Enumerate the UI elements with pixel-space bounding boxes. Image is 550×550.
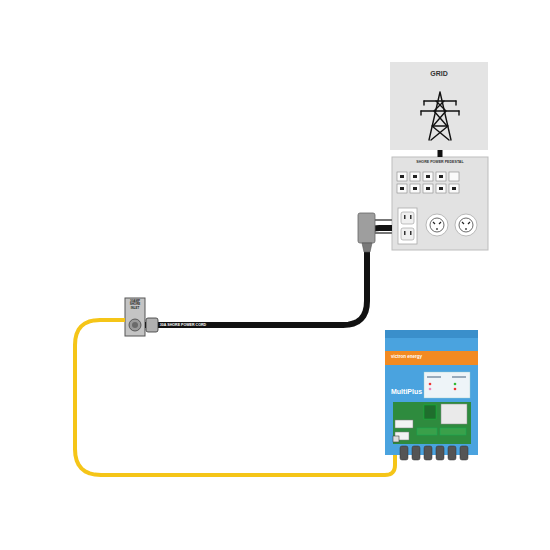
multiplus-housing-part [424,405,436,419]
outlets-part [401,212,414,224]
pylon-icon [421,92,459,140]
outlets-part [462,222,470,230]
shore-plug-part [362,243,372,252]
breaker-row-part [423,184,433,193]
breaker-row-part [439,175,443,178]
multiplus-housing-part [429,388,432,391]
breaker-row-part [439,187,443,190]
cable-glands-part [424,446,432,460]
breaker-row-part [426,175,430,178]
breaker-row-part [400,175,404,178]
breaker-row-part [423,172,433,181]
pedestal-box: SHORE POWER PEDESTAL [392,157,488,250]
node-label: victron energy [391,354,431,359]
pylon-icon-part [433,125,447,126]
breaker-row-part [426,187,430,190]
pylon-icon-part [431,101,449,140]
node-label: GRID [390,70,488,78]
outlets-part [398,208,417,244]
outlets-part [430,218,444,232]
node-label: SHORE POWER PEDESTAL [416,160,464,164]
breaker-row-part [410,172,420,181]
node-label: 30AMP SHORE INLET [126,300,144,310]
multiplus-housing-part [454,383,457,386]
grid-panel-part [390,62,488,150]
cable-glands-part [460,446,468,460]
cord-connector-part [146,318,158,332]
inlet-housing-part [125,298,145,336]
wire-terminal-part [393,436,399,442]
inlet-housing-part [132,322,138,328]
outlets-part [433,222,441,230]
node-sublabel: MultiPlus [391,388,431,396]
cord-label: 30A SHORE POWER CORD [159,323,207,327]
outlets-part [404,215,406,219]
outlets-part [455,214,477,236]
pedestal-housing [392,157,488,250]
breaker-row-part [413,175,417,178]
shore-plug [358,213,392,252]
grid-box: GRID [390,62,489,150]
wire-terminal [393,436,399,442]
ac-input-wire [75,320,395,475]
breaker-row-part [449,184,459,193]
breaker-row-part [452,187,456,190]
multiplus-housing-part [441,404,467,424]
inlet-housing-part [129,319,141,331]
outlets-part [459,218,473,232]
multiplus-housing-part [424,372,470,398]
multiplus-housing-part [452,376,466,378]
breaker-row-part [436,172,446,181]
pylon-icon-part [421,101,459,111]
pedestal-housing-part [392,157,488,250]
multiplus-housing-part [417,428,437,435]
inlet-housing [125,298,145,336]
pylon-icon-part [421,101,459,115]
breaker-row-part [397,172,407,181]
outlets-part [410,231,412,235]
breaker-row-part [436,184,446,193]
breaker-row-part [397,184,407,193]
breaker-row [397,172,459,193]
multiplus-housing-part [427,376,441,378]
multiplus-housing-part [385,351,478,365]
breaker-row-part [413,187,417,190]
pylon-icon-part [429,92,451,140]
multiplus-housing-part [385,330,478,338]
outlets-part [404,231,406,235]
multiplus-housing [385,330,478,455]
breaker-row-part [449,172,459,181]
outlets [398,208,477,244]
outlets-part [410,215,412,219]
shore-plug-part [358,213,375,243]
shore-plug-part [374,220,392,233]
cable-glands-part [436,446,444,460]
multiplus-housing-part [393,402,471,444]
breaker-row-part [400,187,404,190]
outlets-part [426,214,448,236]
cable-glands-part [412,446,420,460]
multiplus-housing-part [395,420,413,428]
shore-inlet: 30AMP SHORE INLET [125,298,145,336]
grid-feed-line [438,150,443,157]
cord-connector [146,318,158,332]
shore-power-cord [145,228,392,325]
cable-glands [400,446,468,460]
cable-glands-part [448,446,456,460]
outlets-part [401,228,414,240]
multiplus-housing-part [454,388,457,391]
grid-panel [390,62,488,150]
cable-glands-part [400,446,408,460]
multiplus-housing-part [429,383,432,386]
multiplus-housing-part [385,330,478,455]
multiplus-housing-part [440,428,466,435]
breaker-row-part [410,184,420,193]
multiplus-inverter: victron energyMultiPlus [385,330,478,455]
